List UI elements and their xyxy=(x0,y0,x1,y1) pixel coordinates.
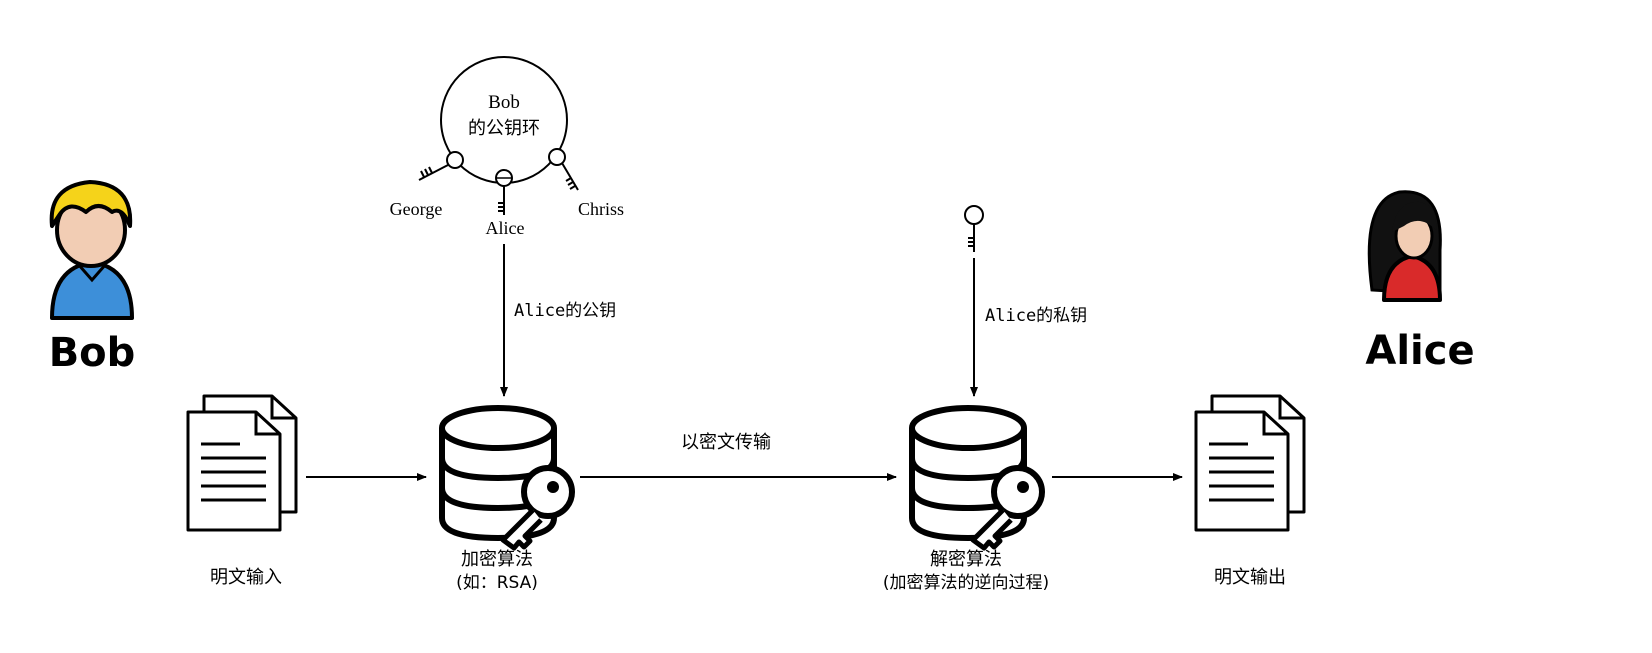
alice-label: Alice xyxy=(1365,328,1474,374)
decryption-label: 解密算法 xyxy=(930,549,1002,570)
plaintext-output-label: 明文输出 xyxy=(1214,567,1286,588)
keyring-key-george: George xyxy=(390,199,443,219)
keyring-title-owner: Bob xyxy=(488,92,520,113)
bob-avatar-icon xyxy=(49,180,134,320)
encryption-example-label: (如：RSA) xyxy=(456,573,538,593)
alice-avatar-icon xyxy=(1367,190,1442,302)
keyring-key-chriss: Chriss xyxy=(578,199,624,219)
public-keyring: Bob 的公钥环 George Alice Chr xyxy=(390,56,624,238)
transmission-label: 以密文传输 xyxy=(681,432,771,453)
plaintext-input-label: 明文输入 xyxy=(210,567,282,588)
keyring-title: 的公钥环 xyxy=(468,118,540,139)
plaintext-output-document-icon xyxy=(1194,394,1306,532)
decryption-database-key-icon xyxy=(909,405,1045,551)
encryption-database-key-icon xyxy=(439,405,575,551)
chriss-key-icon xyxy=(548,148,579,191)
keyring-key-alice: Alice xyxy=(486,218,525,238)
george-key-icon xyxy=(418,151,464,181)
private-key-label: Alice的私钥 xyxy=(985,306,1087,326)
public-key-label: Alice的公钥 xyxy=(514,301,616,321)
alice-key-icon xyxy=(495,169,513,215)
decryption-note-label: (加密算法的逆向过程) xyxy=(883,573,1049,593)
plaintext-input-document-icon xyxy=(186,394,298,532)
bob-label: Bob xyxy=(49,330,136,376)
encryption-label: 加密算法 xyxy=(461,549,533,570)
private-key-icon xyxy=(964,205,984,252)
